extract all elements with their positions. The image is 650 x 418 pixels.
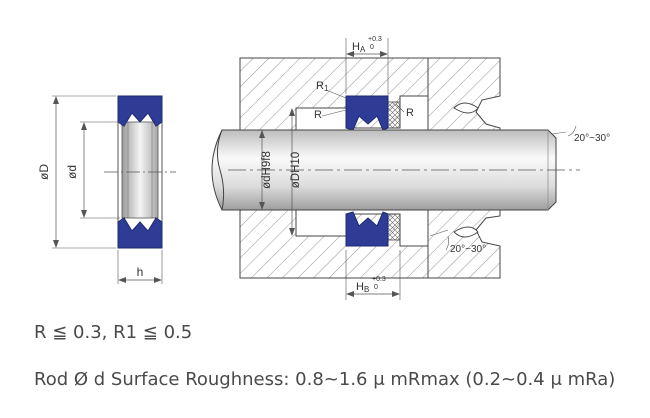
label-r-left: R [314,109,322,121]
installed-seal-top [345,95,389,131]
housing-gland-bottom [427,209,501,279]
label-rod-chamfer: 20°~30° [574,133,610,144]
label-r1-sub: 1 [324,84,329,93]
label-r1-main: R [316,80,324,92]
label-housing-fit: øDH10 [290,152,302,188]
tolerance-note: R ≦ 0.3, R1 ≦ 0.5 [34,322,193,343]
seal-profile-top [117,95,163,127]
label-ha-tol: +0.3 [368,36,382,43]
label-hb-main: H [356,281,364,293]
label-r-right: R [406,107,414,119]
label-width: h [137,265,144,279]
guide-ring-bottom [387,213,401,241]
label-ha-main: H [352,41,360,53]
label-hb-tol-low: 0 [374,284,378,291]
seal-technical-drawing: øD ød h [37,36,610,300]
label-hb-sub: B [364,285,369,294]
installed-seal-bottom [345,211,389,247]
svg-text:HB: HB [356,281,369,294]
label-housing-chamfer: 20°~30° [450,244,486,255]
surface-roughness-note: Rod Ø d Surface Roughness: 0.8~1.6 μ mRm… [34,369,616,390]
label-outer-diameter: øD [37,164,51,180]
seal-ring-view: øD ød h [37,95,176,284]
ring-inner-bore [121,121,159,219]
label-ha-tol-low: 0 [370,44,374,51]
svg-text:HA: HA [352,41,366,54]
label-inner-diameter: ød [65,165,79,179]
seal-profile-bottom [117,217,163,249]
housing-section-view: ødH9f8 øDH10 HA +0.3 0 HB +0.3 0 R1 R R [211,36,610,300]
label-ha-sub: A [360,45,366,54]
label-hb-tol: +0.3 [372,276,386,283]
svg-text:R1: R1 [316,80,329,93]
label-rod-fit: ødH9f8 [261,151,273,189]
housing-gland-top [427,57,501,131]
